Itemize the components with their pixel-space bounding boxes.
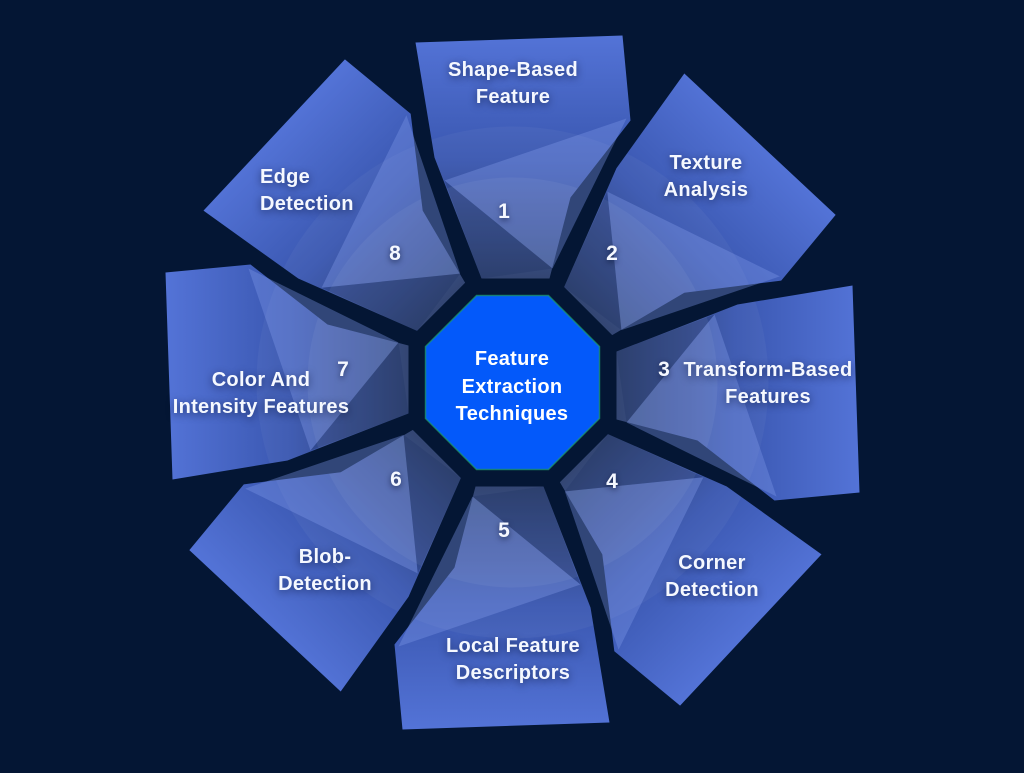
petal-label-line: Blob- bbox=[298, 546, 352, 568]
center-title-line: Extraction bbox=[461, 375, 563, 398]
center-title: Feature Extraction Techniques bbox=[456, 346, 569, 429]
petal-number-8: 8 bbox=[389, 242, 401, 265]
petal-label-line: Transform-Based bbox=[683, 359, 853, 381]
petal-label-color-intensity: Color And Intensity Features bbox=[173, 367, 350, 421]
petal-label-line: Features bbox=[725, 386, 811, 408]
petal-label-shape-based: Shape-Based Feature bbox=[448, 57, 578, 111]
petal-label-line: Detection bbox=[665, 579, 759, 601]
petal-number-7: 7 bbox=[337, 358, 349, 381]
petal-label-line: Analysis bbox=[663, 179, 749, 201]
petal-number-5: 5 bbox=[498, 519, 510, 542]
petal-label-line: Shape-Based bbox=[447, 59, 579, 81]
petal-label-edge: Edge Detection bbox=[260, 164, 354, 218]
petal-number-4: 4 bbox=[606, 470, 618, 493]
petal-label-line: Descriptors bbox=[455, 662, 571, 684]
petal-label-line: Texture bbox=[669, 152, 743, 174]
petal-label-line: Intensity Features bbox=[172, 396, 350, 418]
petal-label-texture: Texture Analysis bbox=[664, 150, 749, 204]
petal-number-6: 6 bbox=[390, 468, 402, 491]
petal-label-line: Color And bbox=[211, 369, 311, 391]
petal-number-1: 1 bbox=[498, 200, 510, 223]
petal-number-2: 2 bbox=[606, 242, 618, 265]
petal-label-line: Edge bbox=[260, 166, 311, 188]
center-title-line: Techniques bbox=[455, 402, 569, 425]
petal-label-corner: Corner Detection bbox=[665, 550, 759, 604]
petal-label-line: Feature bbox=[475, 86, 551, 108]
petal-label-line: Local Feature bbox=[446, 635, 580, 657]
petal-label-transform: Transform-Based Features bbox=[684, 357, 853, 411]
petal-label-line: Detection bbox=[278, 573, 372, 595]
petal-number-3: 3 bbox=[658, 358, 670, 381]
petal-label-line: Corner bbox=[678, 552, 746, 574]
petal-label-blob: Blob- Detection bbox=[278, 544, 372, 598]
center-octagon bbox=[425, 295, 600, 470]
center-octagon-border bbox=[424, 294, 601, 471]
petal-label-local-descriptors: Local Feature Descriptors bbox=[446, 633, 580, 687]
petal-label-line: Detection bbox=[260, 193, 354, 215]
center-title-line: Feature bbox=[474, 347, 550, 370]
